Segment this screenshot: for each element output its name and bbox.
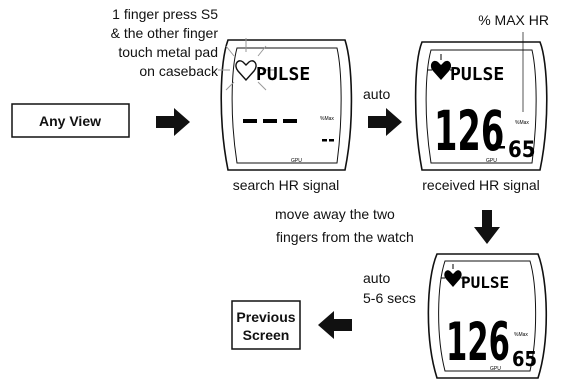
received-footer: GPU [486, 158, 497, 164]
search-mode-label: PULSE [256, 64, 310, 85]
watch-received: PULSE 126 %Max 65 GPU [414, 41, 548, 171]
timeout-footer: GPU [490, 366, 501, 372]
arrow-left-icon [318, 311, 352, 339]
any-view-box: Any View [11, 103, 130, 138]
arrow-down-icon [474, 210, 500, 244]
received-pct-label: %Max [515, 120, 529, 126]
received-hr-value: 126 [434, 100, 504, 164]
press-instruction-line-4: on caseback [139, 63, 219, 79]
received-separator [497, 146, 505, 149]
auto-timer-line-1: auto [363, 270, 390, 286]
received-pct-value: 65 [508, 138, 536, 163]
search-pct-dashes [322, 139, 334, 142]
timeout-hr-value: 126 [446, 312, 510, 373]
previous-screen-box: Previous Screen [231, 300, 301, 350]
press-instruction-line-2: & the other finger [111, 25, 219, 41]
any-view-label: Any View [39, 113, 101, 129]
received-mode-label: PULSE [450, 64, 504, 85]
previous-screen-line-2: Screen [243, 327, 290, 343]
watch-timeout: PULSE 126 %Max 65 GPU [427, 253, 548, 379]
move-away-line-1: move away the two [275, 206, 395, 222]
press-instruction-line-1: 1 finger press S5 [112, 6, 218, 22]
max-hr-label: % MAX HR [478, 12, 549, 28]
arrow-right-icon [368, 108, 402, 136]
timeout-pct-value: 65 [512, 347, 537, 371]
auto-timer-line-2: 5-6 secs [363, 290, 416, 306]
arrow-right-icon [156, 108, 190, 136]
search-hr-dashes [243, 119, 297, 123]
timeout-pct-label: %Max [514, 332, 528, 338]
heart-flash-icon [218, 38, 274, 91]
timeout-mode-label: PULSE [461, 273, 509, 292]
search-pct-label: %Max [320, 116, 334, 122]
search-caption: search HR signal [233, 177, 340, 193]
move-away-line-2: fingers from the watch [276, 229, 414, 245]
received-caption: received HR signal [422, 177, 540, 193]
heart-icon [441, 264, 465, 287]
heart-icon [428, 54, 454, 80]
previous-screen-line-1: Previous [236, 309, 295, 325]
watch-search: PULSE %Max GPU [218, 38, 353, 171]
search-footer: GPU [291, 158, 302, 164]
press-instruction: 1 finger press S5 & the other finger tou… [111, 6, 219, 79]
auto-label: auto [363, 86, 390, 102]
press-instruction-line-3: touch metal pad [118, 44, 218, 60]
